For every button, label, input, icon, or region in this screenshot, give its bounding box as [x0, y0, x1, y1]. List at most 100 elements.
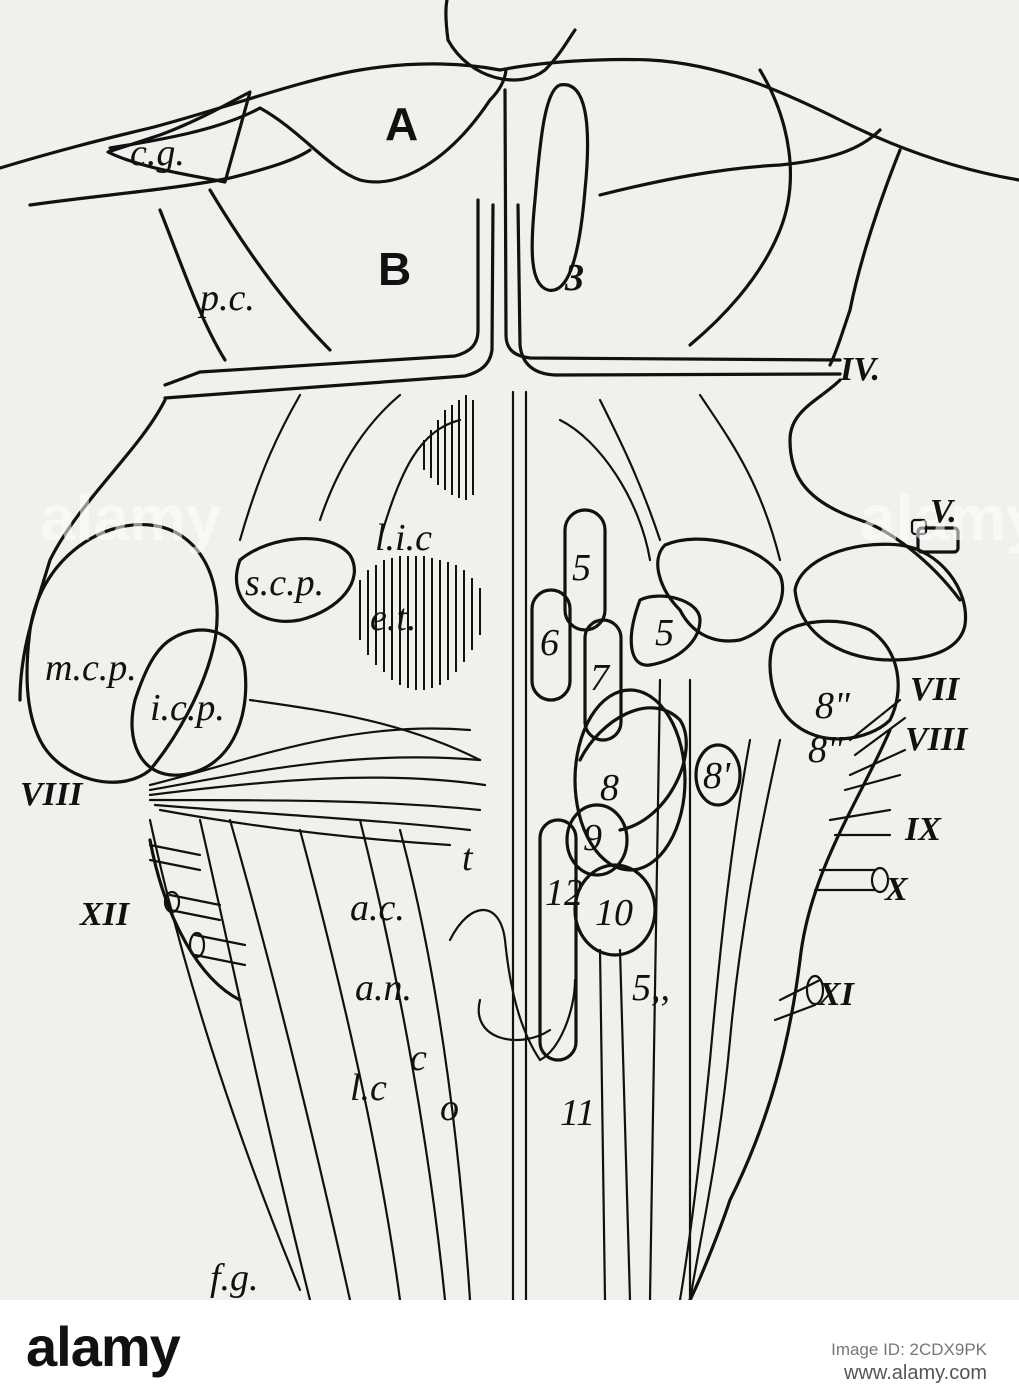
label-viii-left: VIII — [20, 776, 84, 813]
label-nucleus-8q-1: 8" — [815, 685, 851, 727]
nucleus-6 — [530, 588, 572, 702]
label-nucleus-3: 3 — [564, 257, 584, 299]
right-mass-1 — [793, 542, 968, 662]
label-v: V. — [930, 493, 957, 530]
label-x: X — [884, 871, 909, 908]
upper-contour — [0, 57, 1019, 182]
right-mass-2 — [768, 619, 900, 741]
label-nucleus-8q-2: 8" — [808, 729, 844, 771]
label-nucleus-7: 7 — [590, 657, 611, 699]
nucleus-9 — [565, 803, 629, 877]
label-et: e.t. — [370, 597, 416, 639]
nucleus-8-loop — [578, 706, 688, 832]
pons-outline-right — [788, 378, 962, 602]
label-lic: l.i.c — [375, 517, 432, 559]
nucleus-5pp-line-2 — [618, 948, 632, 1300]
right-medulla-inner-1 — [688, 738, 782, 1300]
pons-outline-left — [18, 398, 167, 702]
pons-fiber-2 — [318, 393, 402, 522]
et-hatching — [359, 556, 481, 690]
left-nerve-roots — [148, 843, 247, 967]
cg-outline — [106, 90, 252, 184]
label-pc: p.c. — [197, 277, 255, 319]
right-upper-band-1 — [598, 128, 882, 197]
label-iv: IV. — [839, 351, 880, 388]
lic-hatching — [423, 395, 474, 500]
right-medulla-outer — [688, 728, 892, 1300]
label-xi: XI — [817, 976, 856, 1013]
label-region-a: A — [385, 98, 418, 150]
watermark-text: alamy — [40, 482, 222, 554]
right-medulla-inner-2 — [678, 738, 752, 1300]
nucleus-3 — [530, 83, 590, 292]
region-b-left-boundary — [158, 208, 227, 362]
label-nucleus-8: 8 — [600, 767, 619, 809]
nucleus-8 — [573, 688, 687, 872]
scp-outline — [234, 537, 356, 623]
label-o: o — [440, 1087, 459, 1129]
iv-nerve-right-lower — [516, 203, 842, 377]
pons-fiber-3 — [598, 398, 662, 542]
watermark-text-2: alamy — [860, 482, 1019, 554]
left-medulla-outer — [148, 838, 242, 1002]
label-nucleus-8-prime: 8' — [703, 755, 731, 797]
brainstem-drawing: alamy alamy A B c.g. p.c. 3 IV. V. l.i.c… — [0, 0, 1019, 1300]
label-nucleus-9: 9 — [583, 817, 602, 859]
label-scp: s.c.p. — [245, 562, 324, 604]
label-t: t — [462, 837, 474, 879]
trigeminal-stub — [910, 518, 960, 554]
medulla-left-1 — [198, 818, 312, 1300]
label-region-b: B — [378, 243, 411, 295]
label-nucleus-5a: 5 — [572, 547, 591, 589]
left-groove — [444, 0, 450, 42]
right-upper-band-3 — [828, 148, 902, 367]
label-fg: f.g. — [210, 1257, 259, 1299]
label-ac: a.c. — [350, 887, 405, 929]
pons-fiber-6 — [558, 418, 652, 562]
label-nucleus-10: 10 — [595, 892, 633, 934]
nucleus-5b-block — [656, 537, 785, 643]
site-url: www.alamy.com — [844, 1362, 987, 1384]
icp-outline — [130, 628, 248, 777]
label-nucleus-11: 11 — [560, 1092, 595, 1134]
brainstem-diagram: alamy alamy A B c.g. p.c. 3 IV. V. l.i.c… — [0, 0, 1019, 1300]
label-xii: XII — [79, 896, 131, 933]
label-nucleus-5b: 5 — [655, 612, 674, 654]
nucleus-5b-shape — [629, 594, 702, 667]
iv-nerve-lower — [163, 203, 495, 400]
medulla-left-5 — [398, 828, 472, 1300]
label-mcp: m.c.p. — [45, 647, 137, 689]
label-icp: i.c.p. — [150, 687, 225, 729]
medulla-left-2 — [228, 818, 352, 1300]
label-c: c — [410, 1037, 427, 1079]
mcp-outline — [25, 523, 219, 784]
label-viii-right: VIII — [905, 721, 969, 758]
label-cg: c.g. — [130, 132, 185, 174]
nucleus-5a — [563, 508, 607, 632]
arcuate-strand — [477, 998, 552, 1042]
medulla-left-3 — [298, 828, 402, 1300]
transverse-fiber-band — [148, 698, 487, 847]
right-nerve-roots — [773, 698, 907, 1022]
top-notch — [446, 28, 577, 82]
nucleus-7 — [583, 618, 623, 742]
midline-left — [198, 198, 480, 374]
pons-fiber-5 — [378, 418, 462, 542]
label-nucleus-12: 12 — [545, 872, 583, 914]
nucleus-column-1 — [648, 678, 662, 1300]
medulla-left-4 — [358, 818, 447, 1300]
iv-nerve-left-end — [163, 370, 202, 387]
pc-line — [208, 188, 332, 352]
stock-logo: alamy — [26, 1315, 181, 1378]
label-ix: IX — [904, 811, 942, 848]
label-nucleus-5pp: 5,, — [632, 967, 670, 1009]
image-id-label: Image ID: 2CDX9PK — [831, 1340, 987, 1359]
label-vii: VII — [910, 671, 961, 708]
right-upper-band-2 — [688, 68, 793, 347]
label-lc: l.c — [350, 1067, 387, 1109]
arcuate-loop — [448, 909, 577, 1062]
region-a-boundary — [108, 68, 508, 184]
pons-fiber-4 — [698, 393, 782, 562]
nucleus-8-prime — [694, 743, 742, 807]
image-id: Image ID: 2CDX9PK www.alamy.com — [831, 1340, 987, 1385]
